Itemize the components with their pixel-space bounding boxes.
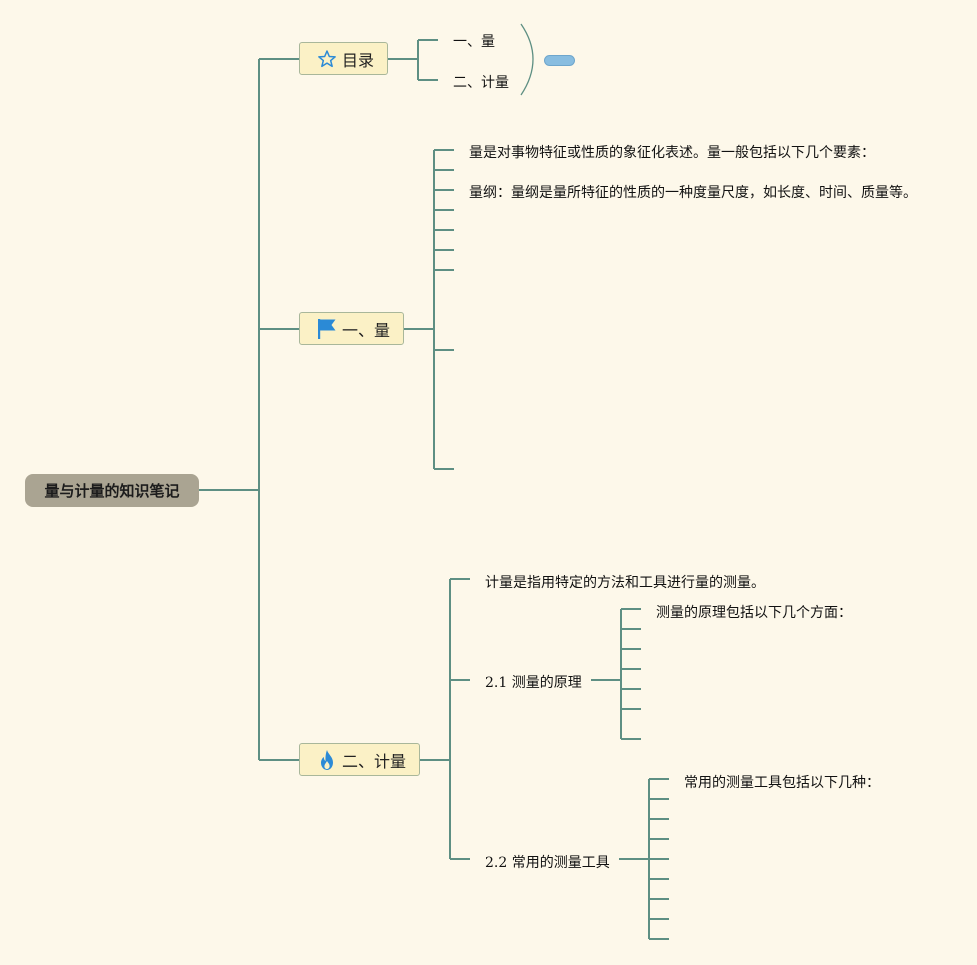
- subtopic-principle-label: 2.1 测量的原理: [485, 675, 582, 691]
- principle-line-1-text: 测量的原理包括以下几个方面：: [656, 605, 852, 621]
- toc-item-2[interactable]: 二、计量: [453, 72, 509, 92]
- branch-section-1[interactable]: 一、量: [299, 312, 404, 345]
- subtopic-tools-label: 2.2 常用的测量工具: [485, 855, 610, 871]
- toc-item-2-label: 二、计量: [453, 75, 509, 91]
- subtopic-tools[interactable]: 2.2 常用的测量工具: [485, 852, 610, 872]
- flag-icon: [316, 318, 338, 340]
- section2-intro-text: 计量是指用特定的方法和工具进行量的测量。: [485, 575, 765, 591]
- branch-section-1-label: 一、量: [342, 320, 391, 340]
- tools-line-1-text: 常用的测量工具包括以下几种：: [684, 775, 880, 791]
- star-icon: [316, 48, 338, 70]
- toc-item-1[interactable]: 一、量: [453, 31, 495, 51]
- toc-item-1-label: 一、量: [453, 34, 495, 50]
- branch-toc[interactable]: 目录: [299, 42, 388, 75]
- tools-line-1[interactable]: 常用的测量工具包括以下几种：: [684, 772, 880, 792]
- section2-intro[interactable]: 计量是指用特定的方法和工具进行量的测量。: [485, 572, 765, 592]
- branch-section-2[interactable]: 二、计量: [299, 743, 420, 776]
- fire-icon: [316, 749, 338, 771]
- section1-line-2[interactable]: 量纲：量纲是量所特征的性质的一种度量尺度，如长度、时间、质量等。: [469, 182, 917, 202]
- principle-line-1[interactable]: 测量的原理包括以下几个方面：: [656, 602, 852, 622]
- root-topic[interactable]: 量与计量的知识笔记: [25, 474, 199, 507]
- subtopic-principle[interactable]: 2.1 测量的原理: [485, 672, 582, 692]
- summary-badge[interactable]: [544, 55, 575, 66]
- summary-bracket: [520, 23, 534, 96]
- root-topic-label: 量与计量的知识笔记: [44, 482, 180, 500]
- section1-line-2-text: 量纲：量纲是量所特征的性质的一种度量尺度，如长度、时间、质量等。: [469, 185, 917, 201]
- section1-line-1-text: 量是对事物特征或性质的象征化表述。量一般包括以下几个要素：: [469, 145, 875, 161]
- branch-section-2-label: 二、计量: [342, 751, 407, 771]
- branch-toc-label: 目录: [342, 50, 375, 70]
- section1-line-1[interactable]: 量是对事物特征或性质的象征化表述。量一般包括以下几个要素：: [469, 142, 875, 162]
